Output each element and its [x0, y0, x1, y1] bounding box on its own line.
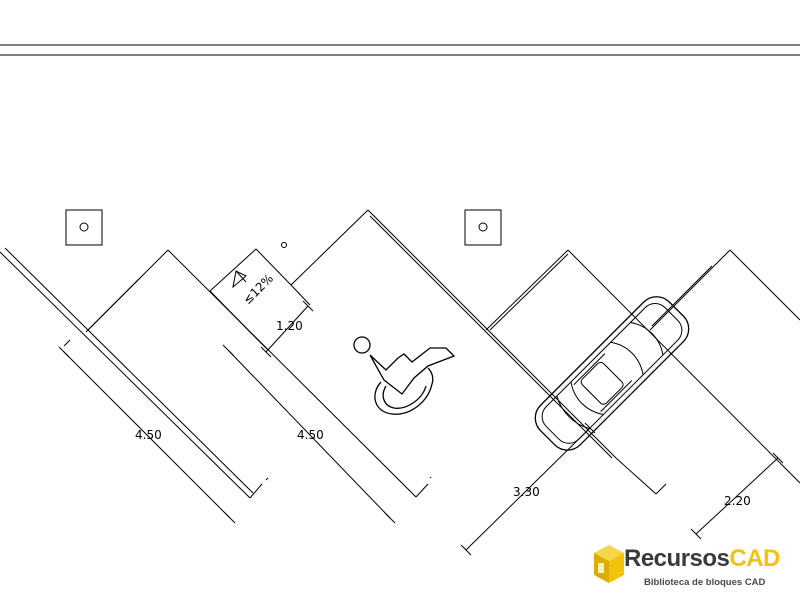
- bollard-marker: [281, 242, 287, 248]
- logo-brand-part1: Recursos: [624, 545, 730, 572]
- dim-label-left-stall: 4.50: [135, 428, 162, 442]
- dimension-stall-width: [690, 452, 784, 540]
- dim-label-stall-width: 2.20: [724, 494, 751, 508]
- cube-logo-icon: [594, 545, 624, 583]
- dimension-car-stall: [460, 422, 596, 556]
- logo-title: RecursosCAD: [624, 547, 780, 571]
- car-icon: [534, 296, 690, 451]
- stall-left: [0, 247, 417, 499]
- logo-brand-part2: CAD: [729, 545, 780, 572]
- slope-arrow: [232, 270, 247, 289]
- road-edge-lines: [0, 44, 800, 56]
- dim-label-accessible-stall: 4.50: [297, 428, 324, 442]
- sign-post-left: [65, 209, 103, 246]
- logo-tagline: Biblioteca de bloques CAD: [644, 577, 766, 588]
- dimension-aisle: [260, 284, 314, 358]
- access-aisle: [209, 245, 332, 351]
- wheelchair-symbol-icon: [353, 336, 456, 415]
- sign-post-right: [464, 209, 502, 246]
- car-stall: [615, 249, 800, 495]
- recursoscad-logo: RecursosCAD Biblioteca de bloques CAD: [592, 541, 800, 597]
- dimension-accessible-stall: [222, 344, 396, 524]
- accessible-stall: [330, 209, 800, 498]
- dimension-left-stall: [58, 339, 236, 524]
- dim-label-car-stall: 3.30: [513, 485, 540, 499]
- dim-label-aisle: 1.20: [276, 319, 303, 333]
